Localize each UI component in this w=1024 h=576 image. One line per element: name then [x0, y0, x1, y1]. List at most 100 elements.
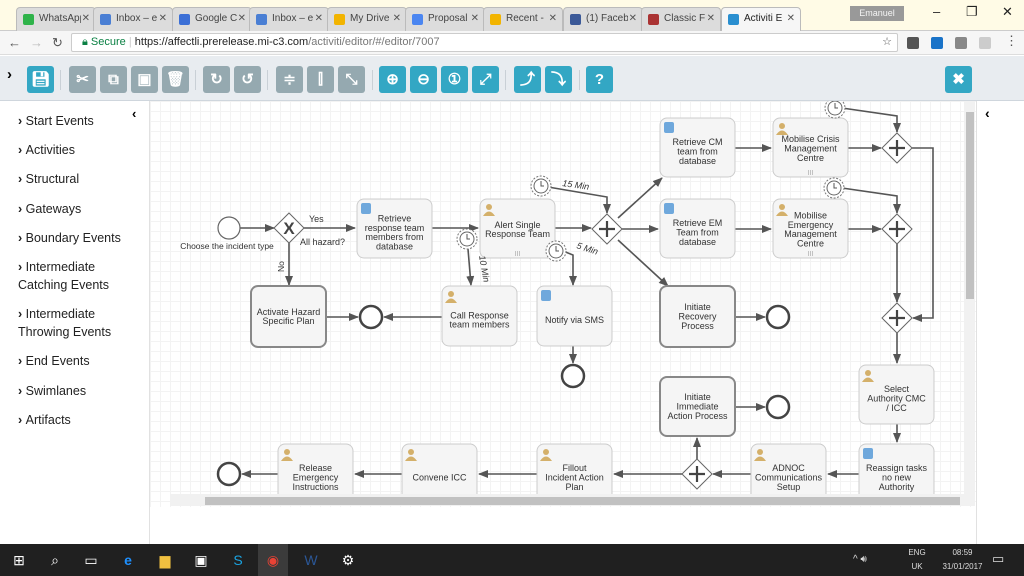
sequence-flow[interactable]: [617, 177, 663, 219]
language-indicator[interactable]: ENG: [908, 548, 926, 557]
restore-button[interactable]: ❐: [966, 4, 978, 19]
edge-icon[interactable]: e: [124, 552, 132, 568]
task-adnoc[interactable]: [750, 443, 827, 494]
menu-icon[interactable]: ⋮: [1005, 33, 1018, 48]
task-mobilise-em[interactable]: [772, 198, 849, 259]
task-notify-sms[interactable]: [536, 285, 613, 347]
close-tab-icon[interactable]: ✕: [548, 13, 557, 24]
store-icon[interactable]: ▣: [194, 552, 208, 568]
task-initiate-immediate[interactable]: [659, 376, 736, 437]
back-icon[interactable]: ←: [8, 35, 21, 50]
copy-button[interactable]: ⧉: [100, 66, 127, 93]
sequence-flow[interactable]: [617, 239, 669, 287]
task-reassign[interactable]: [858, 443, 935, 494]
browser-tab[interactable]: Recent -✕: [483, 7, 563, 31]
expand-toolbar-icon[interactable]: ›: [7, 66, 12, 83]
clock-time[interactable]: 08:59: [952, 548, 973, 557]
delete-button[interactable]: 🗑︎: [162, 66, 189, 93]
end-event[interactable]: [560, 363, 586, 389]
end-event[interactable]: [765, 394, 791, 420]
start-event[interactable]: [217, 216, 241, 240]
extension-snow-icon[interactable]: [931, 37, 943, 49]
collapse-palette-icon[interactable]: ‹: [132, 106, 137, 121]
browser-tab[interactable]: Inbox – e✕: [249, 7, 329, 31]
close-tab-icon[interactable]: ✕: [628, 13, 637, 24]
settings-icon[interactable]: ⚙: [341, 552, 355, 568]
zoom-in-button[interactable]: ⊕: [379, 66, 406, 93]
extension-mail-icon[interactable]: [907, 37, 919, 49]
palette-artifacts[interactable]: Artifacts: [18, 411, 130, 429]
task-view-icon[interactable]: ▭: [84, 552, 98, 568]
paste-button[interactable]: ▣: [131, 66, 158, 93]
url-input[interactable]: 🔒︎ Secure | https://affectli.prerelease.…: [71, 33, 898, 52]
close-window-button[interactable]: ✕: [1002, 4, 1013, 19]
task-call-response[interactable]: [441, 285, 518, 347]
close-tab-icon[interactable]: ✕: [314, 13, 323, 24]
close-tab-icon[interactable]: ✕: [237, 13, 246, 24]
palette-boundary-events[interactable]: Boundary Events: [18, 229, 130, 247]
undo-button[interactable]: ↺: [234, 66, 261, 93]
browser-tab[interactable]: Google C✕: [172, 7, 252, 31]
align-horizontal-button[interactable]: ≑: [276, 66, 303, 93]
vertical-scroll-thumb[interactable]: [966, 112, 974, 299]
file-explorer-icon[interactable]: ▆: [159, 552, 171, 568]
palette-end-events[interactable]: End Events: [18, 352, 130, 370]
browser-tab[interactable]: Classic F✕: [641, 7, 721, 31]
zoom-actual-button[interactable]: ①: [441, 66, 468, 93]
profile-badge[interactable]: Emanuel: [850, 6, 904, 21]
browser-tab[interactable]: My Drive✕: [327, 7, 407, 31]
browser-tab[interactable]: Inbox – e✕: [93, 7, 173, 31]
sequence-flow[interactable]: [841, 187, 901, 214]
close-tab-icon[interactable]: ✕: [158, 13, 167, 24]
close-editor-button[interactable]: ✖: [945, 66, 972, 93]
close-tab-icon[interactable]: ✕: [470, 13, 479, 24]
task-alert-single[interactable]: [479, 198, 556, 259]
save-button[interactable]: 💾︎: [27, 66, 54, 93]
sequence-flow[interactable]: [466, 248, 475, 286]
language-region[interactable]: UK: [911, 562, 923, 571]
task-activate-hazard[interactable]: [250, 285, 327, 348]
task-release[interactable]: [277, 443, 354, 494]
browser-tab[interactable]: Activiti E✕: [721, 7, 801, 31]
star-icon[interactable]: ☆: [882, 36, 892, 48]
notifications-icon[interactable]: ▭: [992, 551, 1005, 566]
browser-tab[interactable]: (1) Faceb✕: [563, 7, 643, 31]
forward-icon[interactable]: →: [30, 35, 43, 50]
close-tab-icon[interactable]: ✕: [786, 13, 795, 24]
task-mobilise-crisis[interactable]: [772, 117, 849, 178]
remove-bendpoint-button[interactable]: ⤵: [545, 66, 572, 93]
search-icon[interactable]: ⌕: [51, 552, 59, 568]
expand-properties-icon[interactable]: ‹: [985, 105, 990, 121]
sequence-flow[interactable]: [547, 186, 611, 214]
sequence-flow[interactable]: [841, 107, 901, 133]
zoom-fit-button[interactable]: ⤢: [472, 66, 499, 93]
extension-pdf-icon[interactable]: [979, 37, 991, 49]
end-event[interactable]: [765, 304, 791, 330]
horizontal-scroll-thumb[interactable]: [205, 497, 960, 505]
add-bendpoint-button[interactable]: ⤴: [514, 66, 541, 93]
extension-gray-icon[interactable]: [955, 37, 967, 49]
cut-button[interactable]: ✂: [69, 66, 96, 93]
word-icon[interactable]: W: [304, 552, 318, 568]
chrome-icon[interactable]: ◉: [258, 544, 288, 576]
align-vertical-button[interactable]: ⫿: [307, 66, 334, 93]
palette-intermediate-catching[interactable]: Intermediate Catching Events: [18, 258, 130, 294]
task-retrieve-em[interactable]: [659, 198, 736, 259]
palette-gateways[interactable]: Gateways: [18, 200, 130, 218]
browser-tab[interactable]: Proposal✕: [405, 7, 485, 31]
same-size-button[interactable]: ⤡: [338, 66, 365, 93]
browser-tab[interactable]: WhatsApp✕: [16, 7, 96, 31]
minimize-button[interactable]: –: [933, 4, 941, 19]
zoom-out-button[interactable]: ⊖: [410, 66, 437, 93]
end-event[interactable]: [216, 461, 242, 487]
task-retrieve-cm[interactable]: [659, 117, 736, 178]
palette-start-events[interactable]: Start Events: [18, 112, 130, 130]
help-button[interactable]: ?: [586, 66, 613, 93]
task-initiate-recovery[interactable]: [659, 285, 736, 348]
end-event[interactable]: [358, 304, 384, 330]
clock-date[interactable]: 31/01/2017: [942, 562, 983, 571]
windows-start-icon[interactable]: ⊞: [13, 552, 25, 568]
palette-activities[interactable]: Activities: [18, 141, 130, 159]
